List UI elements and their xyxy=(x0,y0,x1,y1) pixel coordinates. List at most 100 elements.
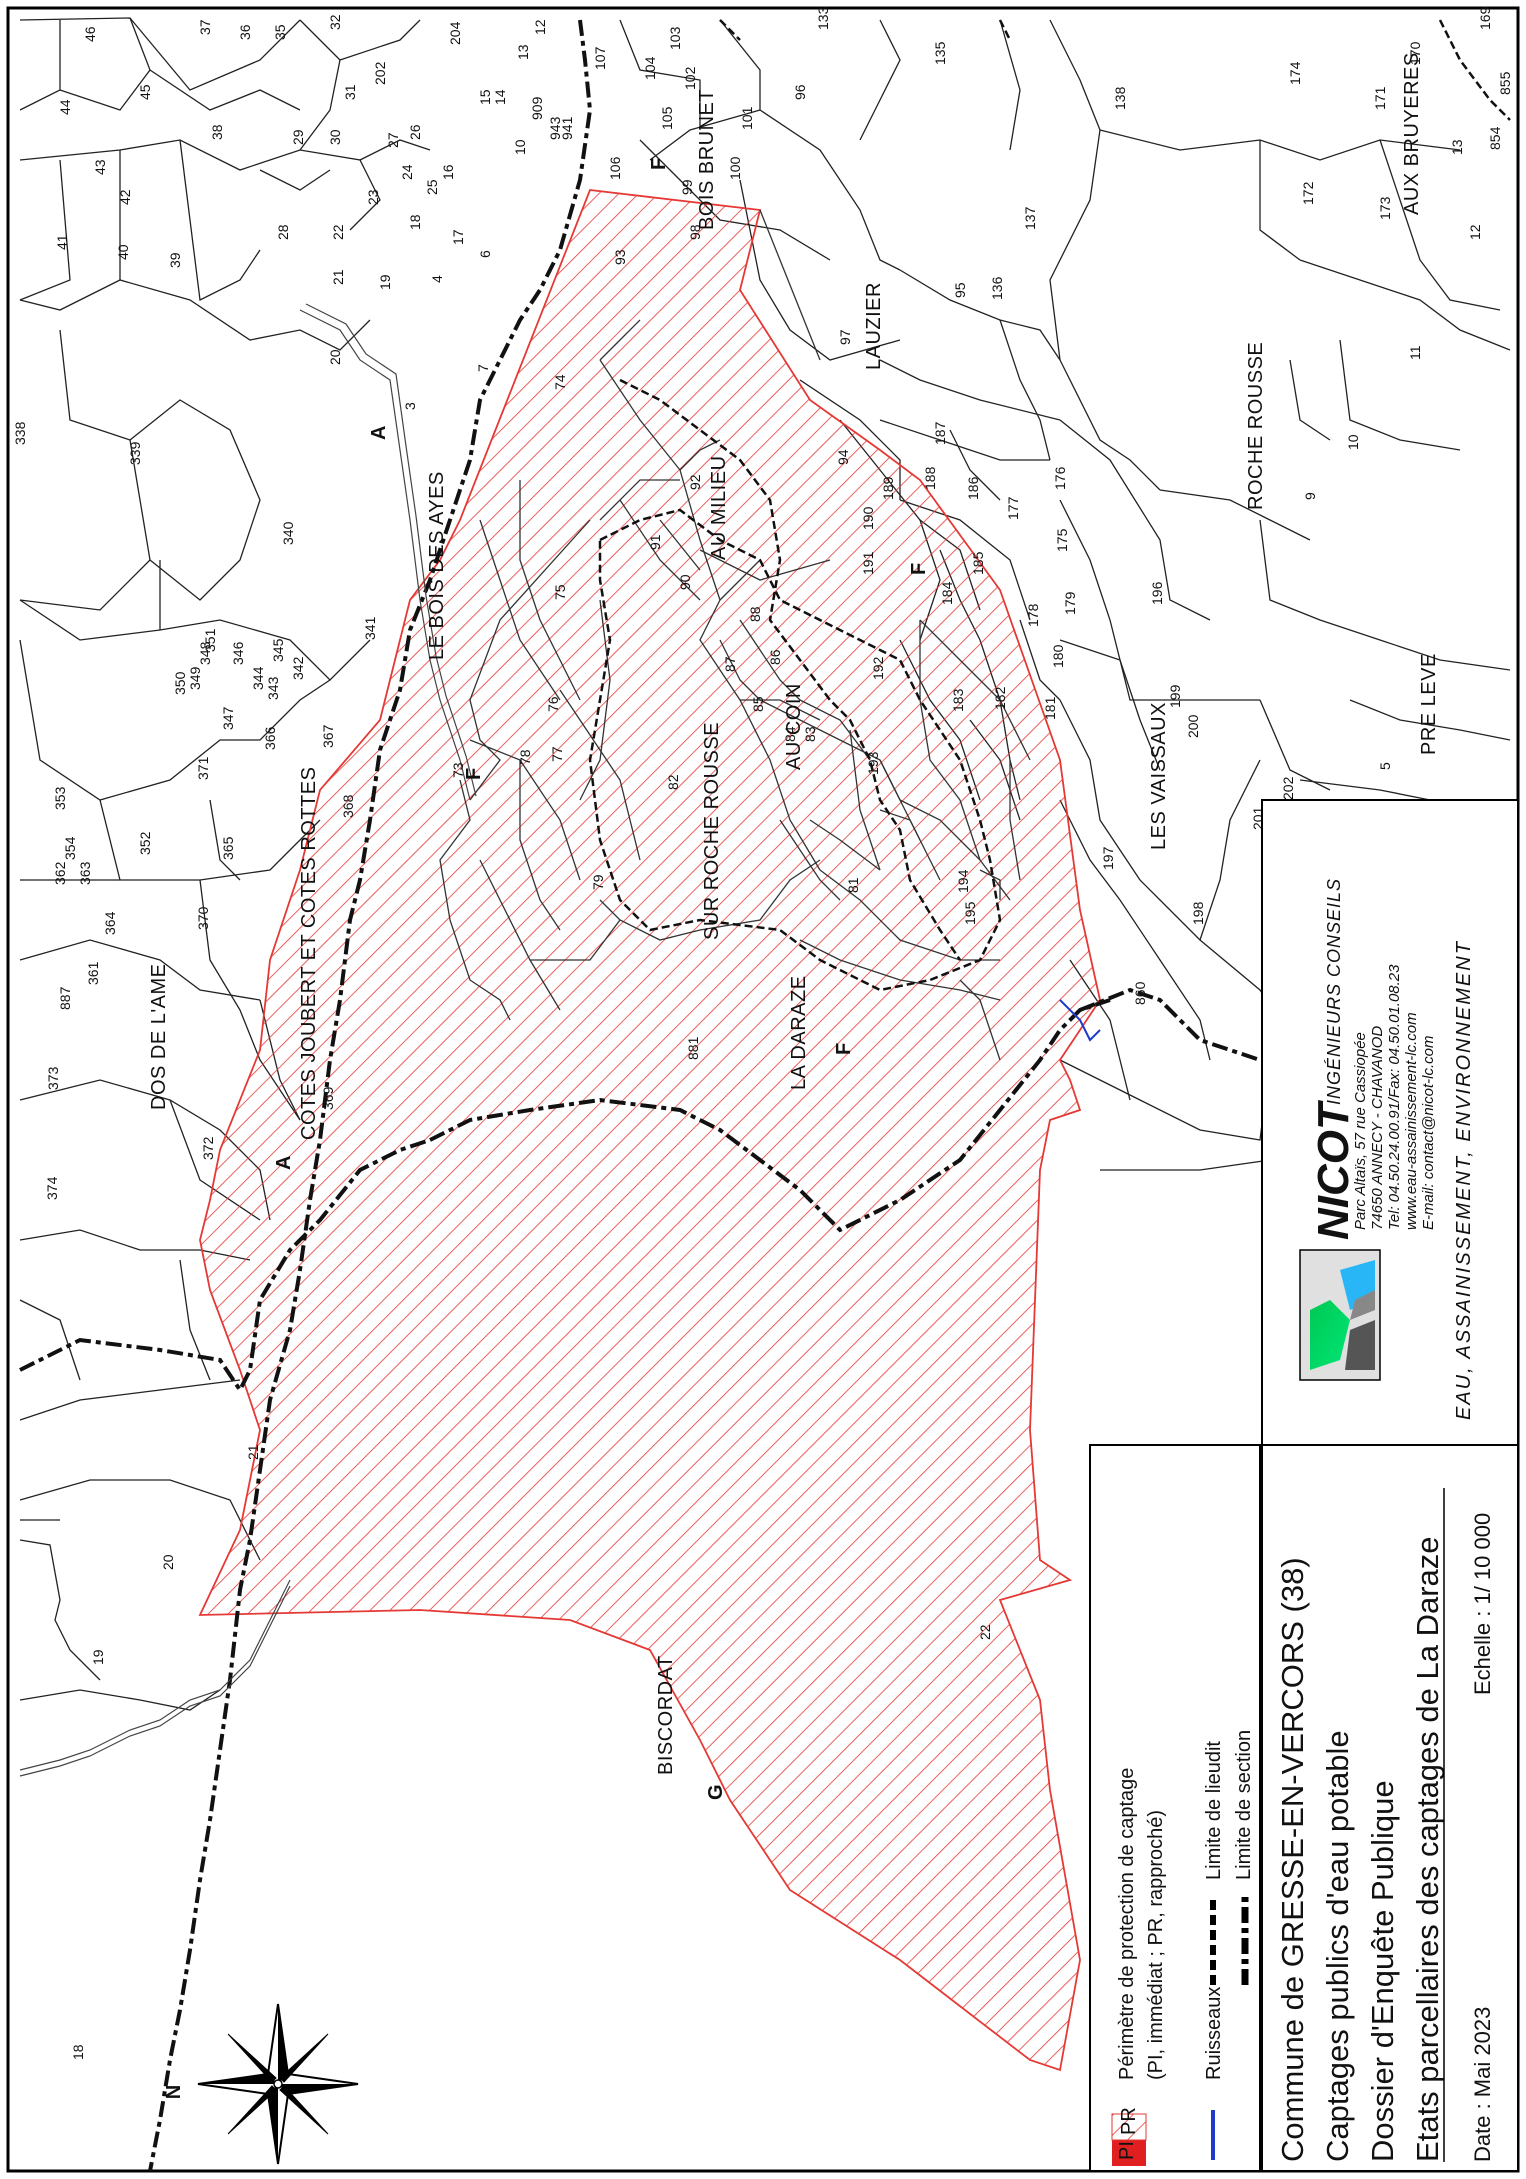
parcel-number: 6 xyxy=(477,250,493,258)
parcel-number: 19 xyxy=(90,1649,106,1665)
parcel-number: 74 xyxy=(552,374,568,390)
place-cotes-joubert: COTES JOUBERT ET COTES ROTTES xyxy=(298,767,320,1140)
parcel-number: 73 xyxy=(450,762,466,778)
parcel-number: 3 xyxy=(402,402,418,410)
parcel-number: 200 xyxy=(1185,714,1201,738)
parcel-number: 135 xyxy=(932,41,948,65)
parcel-number: 204 xyxy=(447,21,463,45)
parcel-number: 193 xyxy=(865,751,881,775)
section-f-label: F xyxy=(833,1043,855,1055)
legend-pi-label: PI xyxy=(1116,2141,1138,2160)
parcel-number: 364 xyxy=(102,911,118,935)
section-boundary-east xyxy=(1079,987,1360,1072)
parcel-number: 194 xyxy=(955,869,971,893)
parcel-number: 860 xyxy=(1132,981,1148,1005)
parcel-number: 77 xyxy=(549,746,565,762)
nicot-logo-graphic xyxy=(1299,1249,1381,1381)
parcel-number: 103 xyxy=(667,26,683,50)
parcel-number: 202 xyxy=(372,61,388,85)
parcel-number: 369 xyxy=(320,1086,336,1110)
lieudit-boundary-center xyxy=(619,378,962,961)
place-names: LE BOIS DES AYES BOIS BRUNET LAUZIER AUX… xyxy=(148,52,1440,1775)
place-lauzier: LAUZIER xyxy=(863,282,885,370)
parcel-number: 104 xyxy=(642,56,658,80)
perimeter-internal-lines xyxy=(439,209,1031,1061)
parcel-number: 105 xyxy=(659,106,675,130)
section-boundary-lower xyxy=(19,1138,431,1394)
parcel-number: 362 xyxy=(52,861,68,885)
title-echelle: Echelle : 1/ 10 000 xyxy=(1470,1513,1495,1695)
parcel-number: 38 xyxy=(209,124,225,140)
parcel-number: 42 xyxy=(117,189,133,205)
parcel-number: 96 xyxy=(792,84,808,100)
parcel-number: 173 xyxy=(1377,196,1393,220)
parcel-number: 85 xyxy=(750,696,766,712)
legend-pr-swatch xyxy=(1111,2113,1147,2141)
parcel-number: 100 xyxy=(727,156,743,180)
company-block: NICOT INGÉNIEURS CONSEILS Parc Altaïs, 5… xyxy=(1261,799,1519,1446)
parcel-number: 887 xyxy=(57,986,73,1010)
protection-perimeter-pr xyxy=(198,189,1101,2072)
nicot-logo-text: NICOT xyxy=(1309,1100,1358,1240)
parcel-number: 4 xyxy=(429,275,445,283)
parcel-number: 350 xyxy=(172,671,188,695)
title-captages: Captages publics d'eau potable xyxy=(1320,1730,1355,2162)
title-etats: Etats parcellaires des captages de La Da… xyxy=(1410,1536,1445,2162)
parcel-number: 339 xyxy=(127,441,143,465)
parcel-number: 107 xyxy=(592,46,608,70)
parcel-number: 855 xyxy=(1497,71,1513,95)
place-dos-de-lame: DOS DE L'AME xyxy=(148,963,170,1110)
parcel-number: 26 xyxy=(407,124,423,140)
nicot-email: E-mail: contact@nicot-lc.com xyxy=(1420,1036,1437,1230)
parcel-number: 180 xyxy=(1050,644,1066,668)
parcel-number: 133 xyxy=(815,6,831,30)
parcel-number: 370 xyxy=(195,906,211,930)
section-a-label: A xyxy=(368,426,390,440)
parcel-number: 14 xyxy=(492,89,508,105)
parcel-number: 35 xyxy=(272,24,288,40)
legend-lieudit: Limite de lieudit xyxy=(1203,1741,1225,1880)
place-biscordat: BISCORDAT xyxy=(655,1655,677,1775)
parcel-number: 189 xyxy=(880,476,896,500)
parcel-number: 76 xyxy=(545,696,561,712)
parcel-number: 174 xyxy=(1287,61,1303,85)
legend-pr-label: PR xyxy=(1118,2107,1140,2135)
parcel-number: 348 xyxy=(197,641,213,665)
parcel-number: 43 xyxy=(92,159,108,175)
section-letters: A A F F F F G xyxy=(273,158,930,1800)
place-au-milieu: AU MILIEU xyxy=(708,455,730,560)
parcel-number: 195 xyxy=(962,901,978,925)
parcel-number: 18 xyxy=(70,2044,86,2060)
section-boundary-upper xyxy=(148,19,593,2172)
parcel-number: 192 xyxy=(870,656,886,680)
parcel-number: 347 xyxy=(220,706,236,730)
parcel-number: 28 xyxy=(275,224,291,240)
parcel-number: 340 xyxy=(280,521,296,545)
parcel-number: 93 xyxy=(612,249,628,265)
parcel-number: 344 xyxy=(250,666,266,690)
parcel-number: 191 xyxy=(860,551,876,575)
parcel-number: 11 xyxy=(1407,345,1423,360)
parcel-number: 40 xyxy=(115,244,131,260)
parcel-number: 20 xyxy=(160,1554,176,1570)
parcel-number: 24 xyxy=(399,164,415,180)
parcel-number: 19 xyxy=(377,274,393,290)
parcel-number: 84 xyxy=(782,726,798,742)
parcel-number: 22 xyxy=(330,224,346,240)
title-date: Date : Mai 2023 xyxy=(1470,2007,1495,2162)
parcel-number: 366 xyxy=(262,726,278,750)
place-au-coin: AU COIN xyxy=(783,683,805,770)
parcel-number: 361 xyxy=(85,961,101,985)
parcel-number: 169 xyxy=(1477,6,1493,30)
nicot-tagline: EAU, ASSAINISSEMENT, ENVIRONNEMENT xyxy=(1453,940,1475,1420)
parcel-number: 81 xyxy=(845,877,861,893)
parcel-number: 182 xyxy=(992,686,1008,710)
place-bois-des-ayes: LE BOIS DES AYES xyxy=(426,471,448,660)
legend-border xyxy=(1089,1444,1261,2172)
place-les-vaissaux: LES VAISSAUX xyxy=(1148,702,1170,850)
lieudit-boundary-top xyxy=(719,19,1012,41)
parcel-number: 106 xyxy=(607,156,623,180)
parcel-number: 343 xyxy=(265,676,281,700)
parcel-number: 46 xyxy=(82,26,98,42)
parcel-number: 79 xyxy=(590,874,606,890)
